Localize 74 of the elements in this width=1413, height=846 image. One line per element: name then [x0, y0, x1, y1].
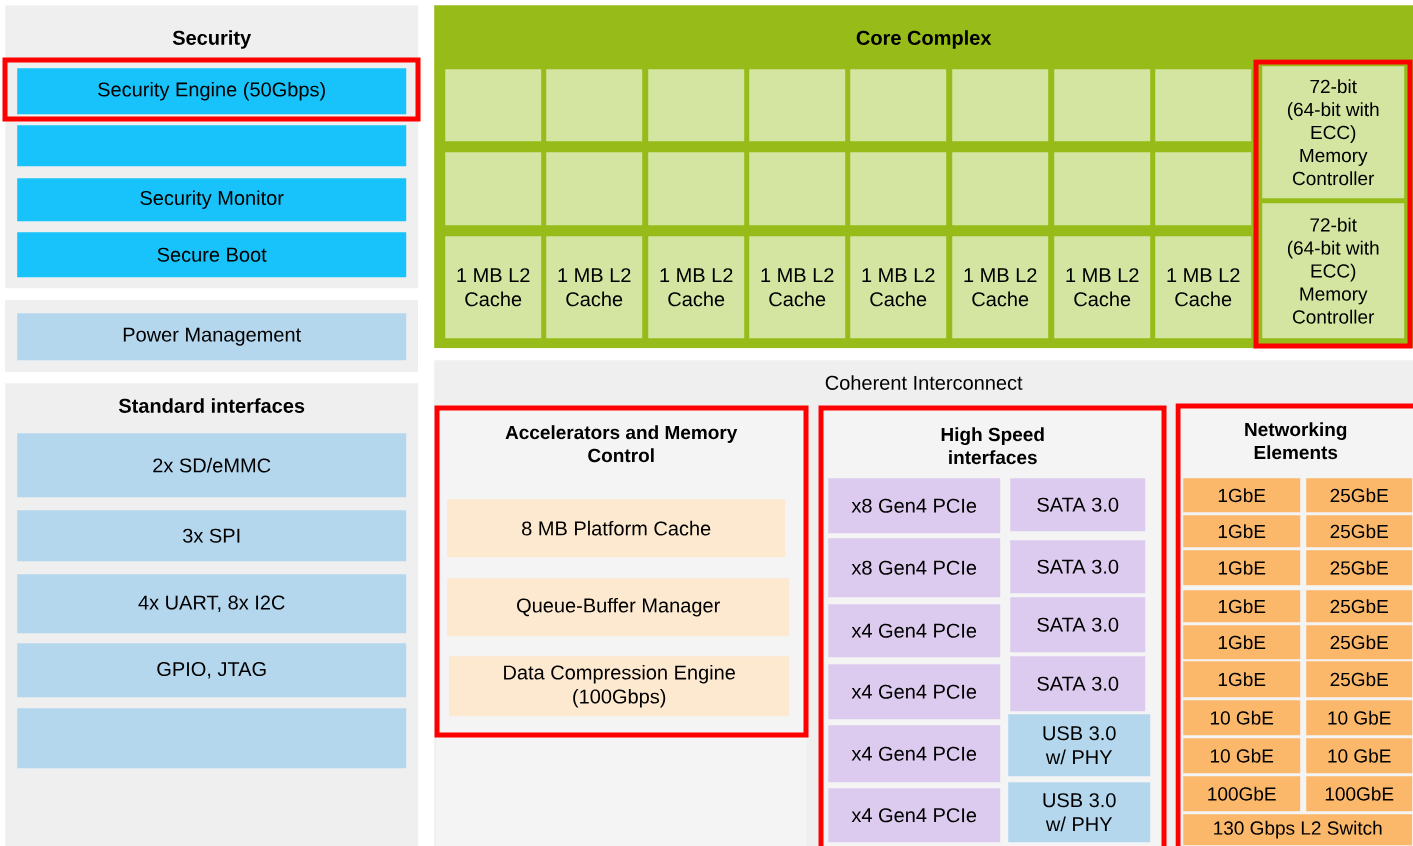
function-block: 1 MB L2 Cache: [749, 236, 846, 339]
function-block: [17, 708, 407, 769]
function-block: 10 GbE: [1306, 700, 1413, 736]
function-block: x4 Gen4 PCIe: [828, 725, 1001, 783]
function-block: USB 3.0 w/ PHY: [1008, 782, 1151, 843]
function-block: 72-bit (64-bit with ECC) Memory Controller: [1262, 203, 1405, 339]
function-block: 1 MB L2 Cache: [445, 236, 542, 339]
function-block: 25GbE: [1306, 478, 1413, 513]
function-block: [1054, 69, 1151, 142]
function-block: x4 Gen4 PCIe: [828, 788, 1001, 843]
function-block: [445, 69, 542, 142]
function-block: 8 MB Platform Cache: [447, 499, 786, 558]
function-block: 1 MB L2 Cache: [1054, 236, 1151, 339]
function-block: 100GbE: [1306, 776, 1413, 812]
function-block: 1GbE: [1183, 478, 1301, 513]
function-block: 1 MB L2 Cache: [546, 236, 643, 339]
function-block: 25GbE: [1306, 625, 1413, 660]
function-block: 2x SD/eMMC: [17, 433, 407, 498]
function-block: Data Compression Engine (100Gbps): [449, 656, 790, 717]
function-block: SATA 3.0: [1010, 597, 1146, 653]
function-block: [850, 69, 947, 142]
function-block: 1 MB L2 Cache: [648, 236, 745, 339]
function-block: x8 Gen4 PCIe: [828, 538, 1001, 598]
function-block: 72-bit (64-bit with ECC) Memory Controller: [1262, 66, 1405, 199]
function-block: [1155, 152, 1252, 226]
function-block: 1 MB L2 Cache: [1155, 236, 1252, 339]
function-block: [1155, 69, 1252, 142]
function-block: 25GbE: [1306, 590, 1413, 623]
function-block: [17, 125, 407, 167]
function-block: [648, 152, 745, 226]
function-block: 25GbE: [1306, 550, 1413, 586]
function-block: 100GbE: [1183, 776, 1301, 812]
function-block: 1 MB L2 Cache: [952, 236, 1049, 339]
function-block: 4x UART, 8x I2C: [17, 574, 407, 634]
function-block: 25GbE: [1306, 515, 1413, 548]
function-block: [952, 69, 1049, 142]
function-block: 10 GbE: [1183, 700, 1301, 736]
function-block: 1GbE: [1183, 515, 1301, 548]
function-block: [952, 152, 1049, 226]
function-block: [850, 152, 947, 226]
function-block: 1GbE: [1183, 661, 1301, 698]
function-block: x4 Gen4 PCIe: [828, 604, 1001, 658]
function-block: [546, 152, 643, 226]
function-block: Queue-Buffer Manager: [447, 578, 790, 637]
function-block: 25GbE: [1306, 661, 1413, 698]
function-block: 1 MB L2 Cache: [850, 236, 947, 339]
function-block: x8 Gen4 PCIe: [828, 478, 1001, 534]
function-block: [749, 152, 846, 226]
function-block: 10 GbE: [1306, 738, 1413, 774]
function-block: 1GbE: [1183, 550, 1301, 586]
function-block: [648, 69, 745, 142]
function-block: [1054, 152, 1151, 226]
function-block: 130 Gbps L2 Switch: [1183, 814, 1413, 846]
node-label: 25GbE: [1330, 672, 1388, 687]
function-block: 3x SPI: [17, 510, 407, 562]
function-block: [749, 69, 846, 142]
function-block: Secure Boot: [17, 232, 407, 278]
function-block: Power Management: [17, 313, 407, 361]
node-label: 1GbE: [1218, 672, 1266, 687]
function-block: [445, 152, 542, 226]
function-block: SATA 3.0: [1010, 478, 1146, 532]
node-label: 1GbE: [1218, 635, 1266, 650]
function-block: 1GbE: [1183, 625, 1301, 660]
function-block: SATA 3.0: [1010, 540, 1146, 594]
function-block: Security Monitor: [17, 178, 407, 222]
function-block: [546, 69, 643, 142]
function-block: 1GbE: [1183, 590, 1301, 623]
function-block: USB 3.0 w/ PHY: [1008, 714, 1151, 777]
function-block: Security Engine (50Gbps): [2, 57, 421, 122]
node-label: 25GbE: [1330, 635, 1388, 650]
function-block: GPIO, JTAG: [17, 643, 407, 698]
function-block: 10 GbE: [1183, 738, 1301, 774]
function-block: x4 Gen4 PCIe: [828, 664, 1001, 720]
function-block: SATA 3.0: [1010, 656, 1146, 712]
